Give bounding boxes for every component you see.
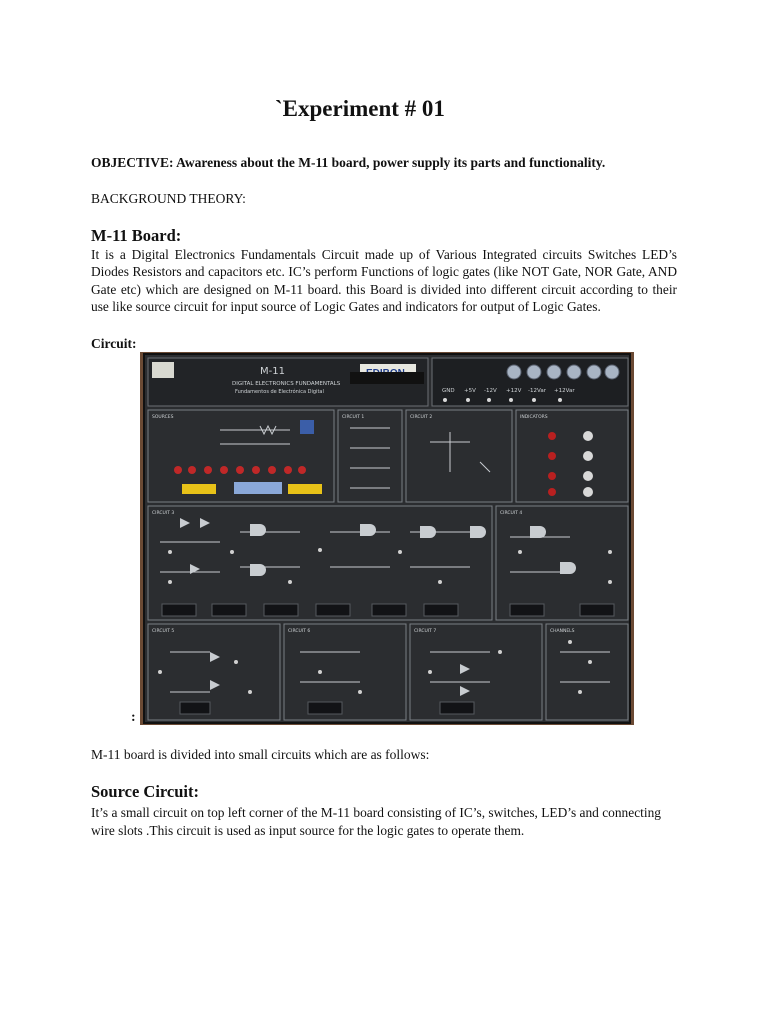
source-circuit-heading: Source Circuit: (91, 782, 199, 801)
svg-text:CIRCUIT 2: CIRCUIT 2 (410, 414, 432, 420)
m11-board-photo: M-11 DIGITAL ELECTRONICS FUNDAMENTALS Fu… (140, 352, 634, 725)
svg-text:CHANNELS: CHANNELS (550, 628, 575, 634)
svg-text:CIRCUIT 4: CIRCUIT 4 (500, 510, 522, 516)
source-circuit-paragraph: It’s a small circuit on top left corner … (91, 805, 661, 838)
svg-text:CIRCUIT 7: CIRCUIT 7 (414, 628, 436, 634)
svg-text:-12Var: -12Var (528, 388, 547, 394)
svg-text:+5V: +5V (464, 388, 476, 394)
svg-text:CIRCUIT 1: CIRCUIT 1 (342, 414, 364, 420)
svg-text:CIRCUIT 3: CIRCUIT 3 (152, 510, 174, 516)
svg-text:-12V: -12V (484, 388, 497, 394)
page-title: `Experiment # 01 (275, 96, 445, 121)
photo-caption-colon: : (131, 710, 136, 725)
svg-text:INDICATORS: INDICATORS (520, 414, 548, 420)
board-subtitle-2: Fundamentos de Electrónica Digital (235, 388, 324, 395)
board-model: M-11 (260, 366, 285, 377)
background-theory-heading: BACKGROUND THEORY: (91, 191, 246, 206)
circuit-label: Circuit: (91, 336, 137, 351)
svg-text:+12V: +12V (506, 388, 522, 394)
m11-board-paragraph: It is a Digital Electronics Fundamentals… (91, 247, 677, 314)
divided-intro-text: M-11 board is divided into small circuit… (91, 747, 430, 762)
m11-board-heading: M-11 Board: (91, 226, 182, 245)
svg-text:GND: GND (442, 388, 455, 394)
svg-text:+12Var: +12Var (554, 388, 575, 394)
svg-text:CIRCUIT 6: CIRCUIT 6 (288, 628, 310, 634)
svg-text:SOURCES: SOURCES (152, 414, 174, 420)
board-subtitle: DIGITAL ELECTRONICS FUNDAMENTALS (232, 381, 341, 387)
objective-text: OBJECTIVE: Awareness about the M-11 boar… (91, 155, 606, 170)
svg-text:CIRCUIT 5: CIRCUIT 5 (152, 628, 174, 634)
